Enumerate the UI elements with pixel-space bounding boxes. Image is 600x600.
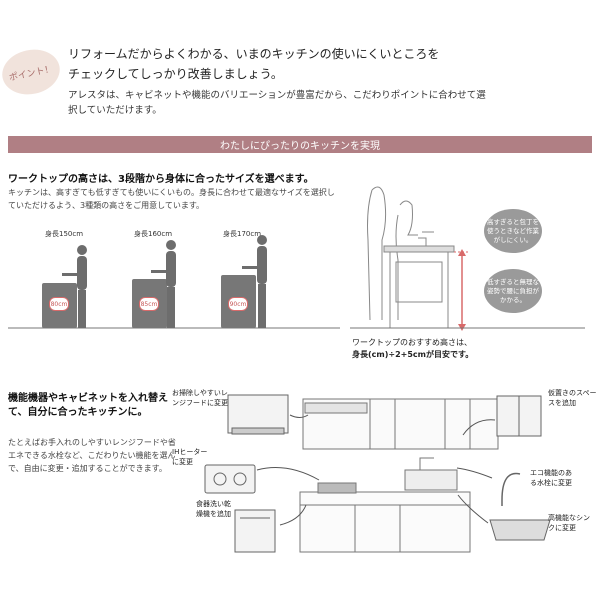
intro-body: アレスタは、キャビネットや機能のバリエーションが豊富だから、こだわりポイントに合… [68,90,486,116]
function-heading: 機能機器やキャビネットを入れ替えて、自分に合ったキッチンに。 [8,393,168,418]
callout-sink: 高機能なシンクに変更 [548,514,590,532]
height-label-160: 身長160cm [134,230,173,238]
dishwasher-icon [234,509,276,553]
height-tag-85: 85cm [139,297,159,311]
height-label-170: 身長170cm [223,230,262,238]
person-170-icon [242,235,267,328]
hood-icon [227,394,289,435]
intro-lead: リフォームだからよくわかる、いまのキッチンの使いにくいところを チェックしてしっ… [68,44,439,84]
kitchen-illustration [299,398,499,553]
worktop-caption: ワークトップのおすすめ高さは、 身長(cm)÷2+5cmが目安です。 [352,337,473,361]
faucet-icon [501,472,521,506]
bubble-too-high: 高すぎると包丁を使うときなど作業がしにくい。 [484,209,542,253]
intro-line-1: リフォームだからよくわかる、いまのキッチンの使いにくいところを [68,47,440,61]
ergonomic-figure [367,186,455,329]
caption-line-2: 身長(cm)÷2+5cmが目安です。 [352,350,474,359]
person-150-icon [62,245,87,328]
worktop-body: キッチンは、高すぎても低すぎても使いにくいもの。身長に合わせて最適なサイズを選択… [8,188,335,210]
function-body: たとえばお手入れのしやすいレンジフードや省エネできる水栓など、こだわりたい機能を… [8,438,176,473]
callout-faucet: エコ機能のある水栓に変更 [530,469,572,487]
callout-hood: お掃除しやすいレンジフードに変更 [172,389,228,407]
height-label-150: 身長150cm [45,230,84,238]
sink-icon [489,519,551,541]
bubble-too-low: 低すぎると無理な姿勢で腰に負担がかかる。 [484,269,542,313]
storage-icon [496,395,542,437]
height-tag-80: 80cm [49,297,69,311]
callout-arrows [256,414,496,526]
section-banner: わたしにぴったりのキッチンを実現 [8,136,592,153]
callout-ih: IHヒーターに変更 [172,448,208,466]
callout-dishwasher: 食器洗い乾燥機を追加 [196,500,231,518]
height-tag-90: 90cm [228,297,248,311]
ih-heater-icon [204,464,256,494]
person-160-icon [151,240,176,328]
banner-text: わたしにぴったりのキッチンを実現 [220,141,380,152]
callout-storage: 仮置きのスペースを追加 [548,389,597,407]
worktop-heading: ワークトップの高さは、3段階から身体に合ったサイズを選べます。 [8,174,314,185]
bubble-too-low-text: 低すぎると無理な姿勢で腰に負担がかかる。 [487,277,539,304]
intro-line-2: チェックしてしっかり改善しましょう。 [68,67,283,81]
caption-line-1: ワークトップのおすすめ高さは、 [352,338,472,347]
bubble-too-high-text: 高すぎると包丁を使うときなど作業がしにくい。 [487,217,539,244]
